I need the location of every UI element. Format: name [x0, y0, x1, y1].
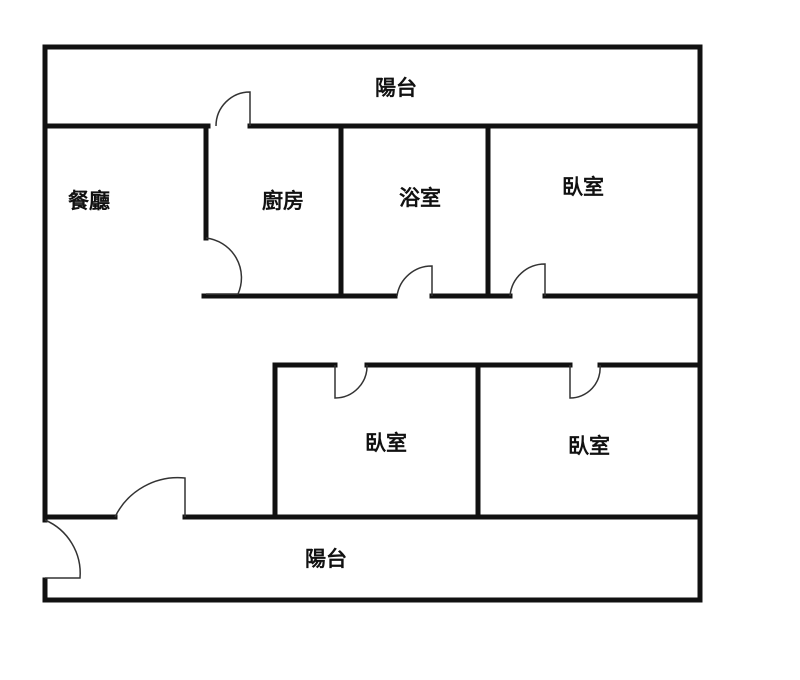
door-balcony-top: [215, 91, 251, 127]
room-label-balcony-bottom: 陽台: [305, 547, 347, 571]
room-label-bedroom-3: 臥室: [568, 434, 610, 458]
room-label-kitchen: 廚房: [262, 189, 304, 213]
door-bedroom-3: [569, 364, 601, 399]
room-label-dining: 餐廳: [68, 189, 110, 213]
room-label-bedroom-2: 臥室: [365, 431, 407, 455]
door-bathroom: [396, 265, 433, 297]
door-entrance: [44, 519, 81, 579]
door-bedroom-2: [334, 364, 368, 399]
door-kitchen: [205, 237, 243, 295]
room-label-balcony-top: 陽台: [375, 76, 417, 100]
room-label-bedroom-1: 臥室: [562, 175, 604, 199]
door-balcony-bottom: [114, 476, 186, 518]
room-label-bathroom: 浴室: [399, 186, 441, 210]
door-bedroom-1: [509, 263, 546, 297]
